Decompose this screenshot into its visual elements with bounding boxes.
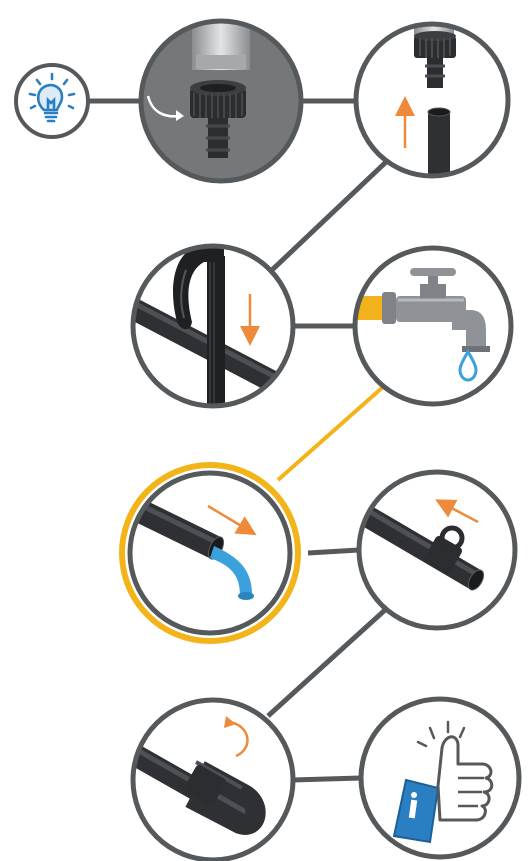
tube-insert-icon bbox=[428, 108, 450, 182]
step-fold-tube-end bbox=[130, 700, 293, 860]
link-step5-to-step6 bbox=[308, 550, 359, 553]
link-step2-to-step3 bbox=[272, 162, 386, 270]
link-step6-to-step7 bbox=[268, 610, 385, 716]
hint-bubble bbox=[16, 65, 88, 137]
link-step7-to-step8 bbox=[292, 778, 361, 780]
step-stake-tube bbox=[128, 246, 300, 416]
step-done bbox=[361, 699, 519, 857]
step-connect-faucet bbox=[350, 248, 511, 404]
step-attach-connector bbox=[140, 10, 305, 185]
step-slide-end-clamp bbox=[359, 472, 515, 628]
link-step4-to-step5 bbox=[278, 386, 384, 480]
connector-lines bbox=[88, 101, 386, 780]
step-flush-water bbox=[122, 465, 298, 641]
step-insert-tube bbox=[356, 18, 508, 182]
